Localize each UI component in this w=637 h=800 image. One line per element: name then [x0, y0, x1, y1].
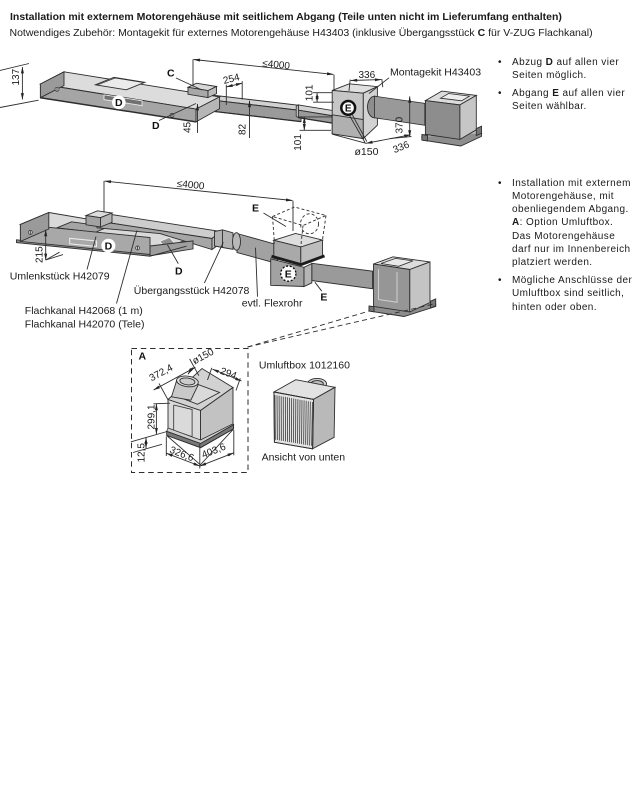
- svg-text:C: C: [167, 68, 175, 80]
- svg-text:101: 101: [293, 134, 304, 151]
- svg-text:Flachkanal H42070 (Tele): Flachkanal H42070 (Tele): [25, 319, 145, 331]
- svg-text:82: 82: [238, 123, 249, 135]
- svg-text:ø150: ø150: [191, 346, 217, 367]
- svg-text:299,1: 299,1: [147, 404, 158, 429]
- svg-text:D: D: [105, 241, 113, 253]
- svg-text:Übergangsstück H42078: Übergangsstück H42078: [134, 285, 250, 297]
- svg-text:137: 137: [11, 68, 22, 85]
- svg-text:Montagekit H43403: Montagekit H43403: [390, 67, 481, 79]
- svg-text:evtl. Flexrohr: evtl. Flexrohr: [242, 298, 303, 310]
- svg-text:101: 101: [304, 84, 315, 101]
- svg-text:A: A: [139, 351, 147, 363]
- svg-text:ø150: ø150: [355, 146, 379, 158]
- svg-text:12,5: 12,5: [136, 443, 147, 463]
- svg-text:E: E: [320, 292, 327, 304]
- svg-text:≤4000: ≤4000: [262, 58, 291, 72]
- svg-text:294: 294: [218, 366, 238, 382]
- svg-text:370: 370: [395, 116, 406, 133]
- svg-text:≤4000: ≤4000: [176, 179, 205, 193]
- svg-text:Flachkanal H42068 (1 m): Flachkanal H42068 (1 m): [25, 305, 143, 317]
- svg-text:D: D: [152, 120, 160, 132]
- svg-text:Umluftbox 1012160: Umluftbox 1012160: [259, 360, 350, 372]
- svg-text:E: E: [252, 203, 259, 215]
- svg-text:336: 336: [359, 70, 376, 81]
- svg-text:D: D: [115, 97, 123, 109]
- svg-text:Umlenkstück H42079: Umlenkstück H42079: [10, 271, 110, 283]
- svg-text:254: 254: [222, 72, 241, 87]
- svg-text:215: 215: [35, 246, 46, 263]
- svg-text:336: 336: [392, 139, 412, 156]
- svg-text:D: D: [175, 266, 183, 278]
- svg-text:E: E: [345, 104, 352, 115]
- svg-text:E: E: [285, 268, 292, 280]
- svg-text:Ansicht von unten: Ansicht von unten: [262, 451, 346, 463]
- svg-text:45: 45: [183, 121, 194, 133]
